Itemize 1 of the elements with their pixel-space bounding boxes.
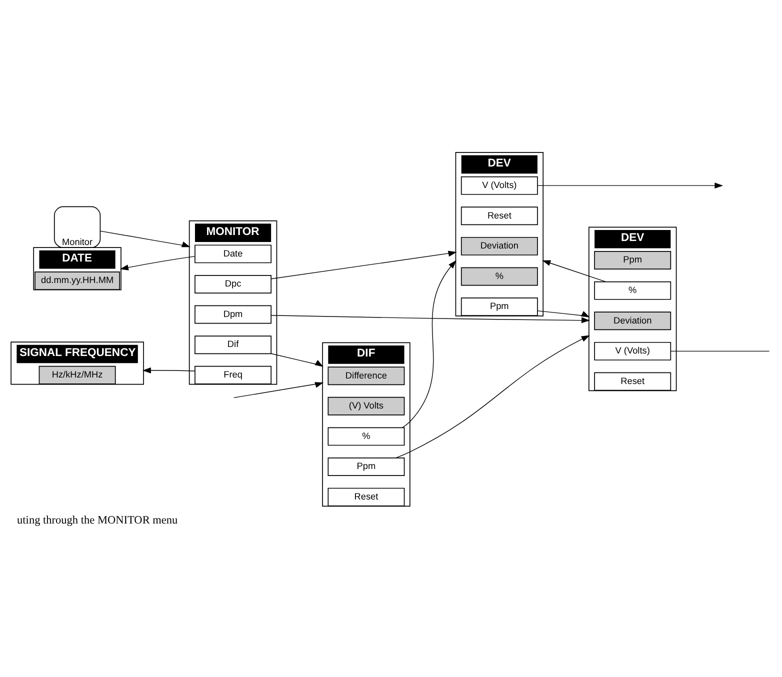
- caption: uting through the MONITOR menu: [17, 514, 178, 527]
